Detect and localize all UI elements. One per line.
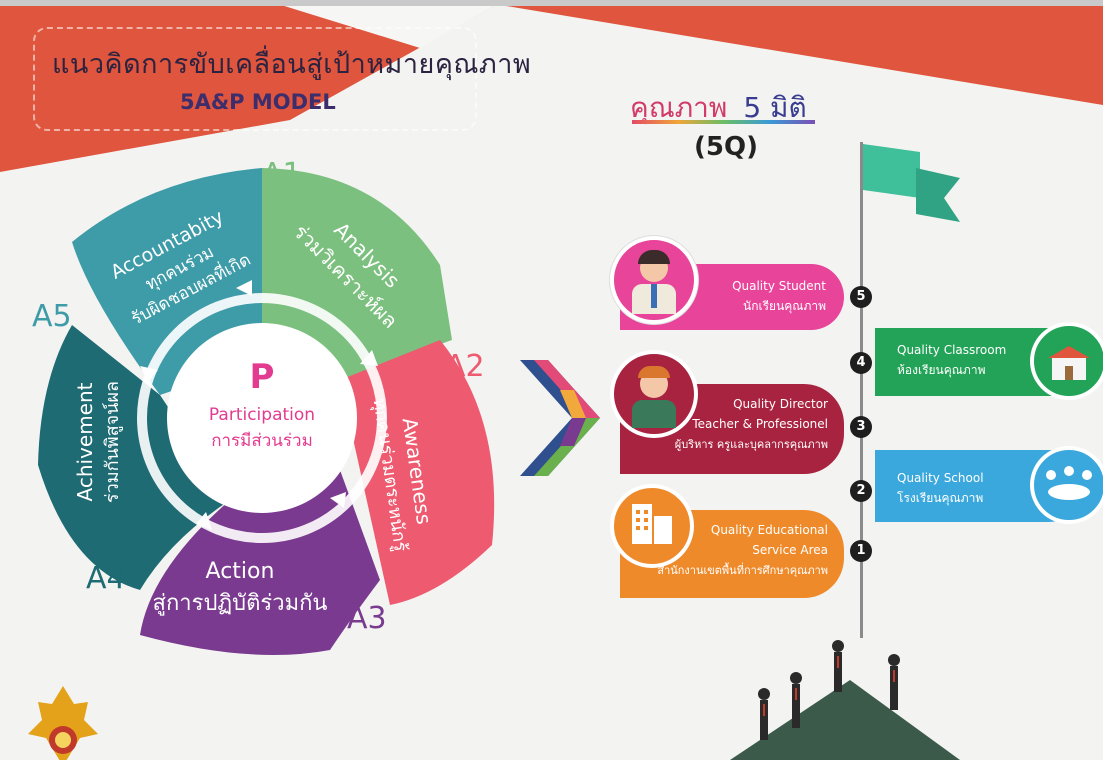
quality-num-1: 1 bbox=[850, 540, 872, 562]
quality-item-3-line1: Quality Director bbox=[733, 397, 828, 411]
right-banner bbox=[470, 0, 1103, 105]
quality-item-1-line2: Service Area bbox=[752, 543, 828, 557]
quality-item-5-line2: นักเรียนคุณภาพ bbox=[743, 299, 826, 313]
center-name-en: Participation bbox=[209, 405, 315, 425]
ring-arrow-bottom-left bbox=[196, 512, 212, 530]
office-building-icon bbox=[610, 484, 694, 568]
segment-a4 bbox=[38, 325, 230, 590]
classroom-building-icon bbox=[1030, 322, 1103, 400]
flag-tail bbox=[916, 168, 960, 222]
label-a4-en: Achivement bbox=[73, 382, 97, 501]
director-avatar-icon bbox=[610, 350, 698, 438]
quality-item-4-line1: Quality Classroom bbox=[897, 343, 1007, 357]
center-name-th: การมีส่วนร่วม bbox=[211, 431, 313, 451]
code-a4: A4 bbox=[86, 561, 126, 596]
quality-item-4-line2: ห้องเรียนคุณภาพ bbox=[897, 363, 986, 377]
ring-arrow-left bbox=[140, 366, 158, 382]
climber-ties bbox=[763, 656, 895, 716]
school-meeting-icon bbox=[1030, 446, 1103, 524]
label-a4-th: ร่วมกันพิสูจน์ผล bbox=[102, 381, 123, 503]
code-a2: A2 bbox=[445, 349, 485, 384]
center-letter: P bbox=[250, 357, 275, 397]
quality-title: คุณภาพ 5 มิติ bbox=[630, 86, 807, 130]
banner-notch bbox=[265, 0, 505, 48]
flag-graphic bbox=[860, 142, 960, 638]
climber-figures bbox=[758, 640, 900, 740]
quality-item-2-line1: Quality School bbox=[897, 471, 984, 485]
emblem-logo-icon bbox=[28, 686, 98, 760]
quality-title-word: คุณภาพ bbox=[630, 91, 728, 124]
mountain-peak bbox=[730, 680, 960, 760]
segment-a1 bbox=[262, 168, 452, 380]
ring-arrow-top bbox=[236, 280, 252, 296]
quality-num-5: 5 bbox=[850, 286, 872, 308]
title-frame bbox=[33, 27, 477, 131]
quality-item-5-line1: Quality Student bbox=[732, 279, 826, 293]
quality-item-1-line1: Quality Educational bbox=[710, 523, 828, 537]
ring-arrow-right bbox=[360, 350, 378, 366]
cycle-ring bbox=[137, 293, 387, 543]
cycle-center bbox=[167, 323, 357, 513]
code-a1: A1 bbox=[262, 157, 302, 192]
quality-title-underline bbox=[632, 120, 815, 124]
quality-num-3: 3 bbox=[850, 416, 872, 438]
quality-subtitle: (5Q) bbox=[694, 132, 758, 162]
mountain-climbers-graphic bbox=[730, 640, 960, 760]
code-a3: A3 bbox=[347, 601, 387, 636]
flag-pole bbox=[860, 142, 863, 638]
quality-item-2-line2: โรงเรียนคุณภาพ bbox=[897, 491, 984, 505]
chevron-arrow-icon bbox=[520, 360, 600, 476]
quality-item-3-line2: Teacher & Professionel bbox=[692, 417, 828, 431]
quality-item-3-line3: ผู้บริหาร ครูและบุคลากรคุณภาพ bbox=[674, 438, 828, 451]
code-a5: A5 bbox=[32, 299, 72, 334]
quality-title-num: 5 มิติ bbox=[743, 91, 807, 124]
segment-a3 bbox=[140, 470, 380, 655]
top-strip bbox=[0, 0, 1103, 6]
page-subtitle: 5A&P MODEL bbox=[180, 90, 336, 114]
student-avatar-icon bbox=[610, 236, 698, 324]
label-a3-th: สู่การปฏิบัติร่วมกัน bbox=[153, 591, 328, 616]
quality-item-1-line3: สำนักงานเขตพื้นที่การศึกษาคุณภาพ bbox=[657, 564, 828, 577]
cycle-diagram: P Participation การมีส่วนร่วม A1 A2 A3 A… bbox=[32, 157, 495, 655]
quality-num-4: 4 bbox=[850, 352, 872, 374]
page-title: แนวคิดการขับเคลื่อนสู่เป้าหมายคุณภาพ bbox=[52, 49, 532, 80]
ring-arrow-bottom bbox=[330, 492, 346, 508]
quality-num-2: 2 bbox=[850, 480, 872, 502]
label-a3-en: Action bbox=[206, 559, 275, 584]
flag-icon bbox=[863, 144, 920, 198]
